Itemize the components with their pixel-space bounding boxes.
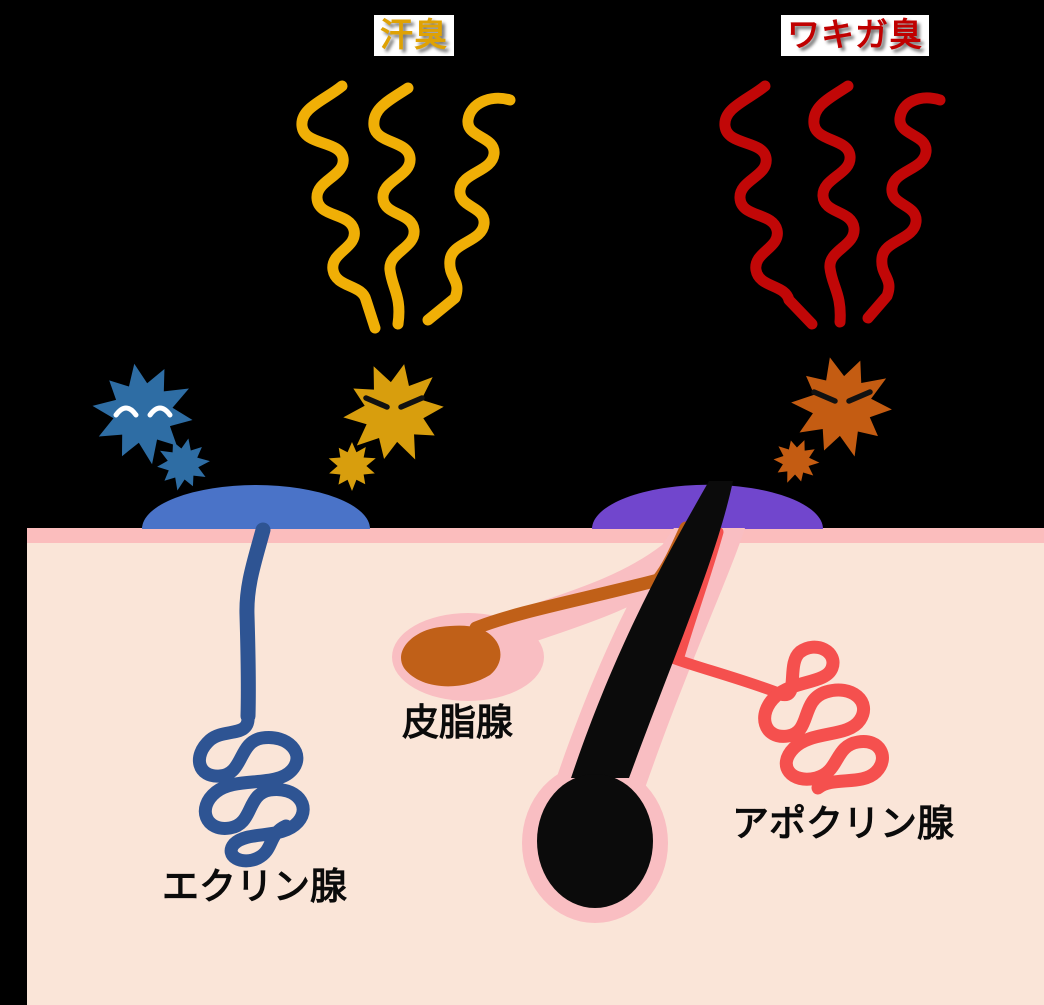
sweat-wave-left (296, 80, 381, 334)
angry-face-icon (363, 395, 425, 410)
eccrine-duct (239, 522, 271, 724)
bacteria-blue-group (85, 358, 218, 500)
sweat-odor-waves (296, 80, 516, 334)
sebaceous-gland-label: 皮脂腺 (402, 702, 513, 743)
wakiga-wave-left (719, 80, 818, 330)
bacteria-blue-small (147, 429, 218, 500)
wakiga-odor-waves (719, 80, 946, 330)
happy-face-icon (113, 405, 173, 418)
apocrine-gland-label: アポクリン腺 (732, 803, 954, 844)
sweat-wave-middle (368, 82, 420, 330)
skin-epidermis-band (27, 528, 1044, 543)
wakiga-wave-middle (808, 80, 860, 328)
sebaceous-gland-body (401, 625, 501, 687)
bacteria-gold-group (321, 359, 449, 497)
hair-bulb (537, 774, 653, 908)
angry-face-icon (811, 389, 873, 404)
bacteria-orange-group (764, 354, 896, 493)
bacteria-orange-small (764, 429, 828, 493)
apocrine-gland-coil (758, 640, 889, 795)
skin-dermis (27, 528, 1044, 1005)
wakiga-odor-label: ワキガ臭 (781, 15, 929, 56)
eccrine-sweat-pool (142, 485, 370, 529)
sweat-wave-right (422, 92, 516, 326)
bacteria-gold-small (321, 436, 382, 497)
hair-shaft (571, 481, 733, 778)
eccrine-gland-label: エクリン腺 (162, 866, 347, 907)
eccrine-gland-coil (193, 709, 310, 868)
wakiga-wave-right (862, 92, 946, 324)
hair (537, 481, 733, 908)
sweat-odor-label: 汗臭 (374, 15, 454, 56)
